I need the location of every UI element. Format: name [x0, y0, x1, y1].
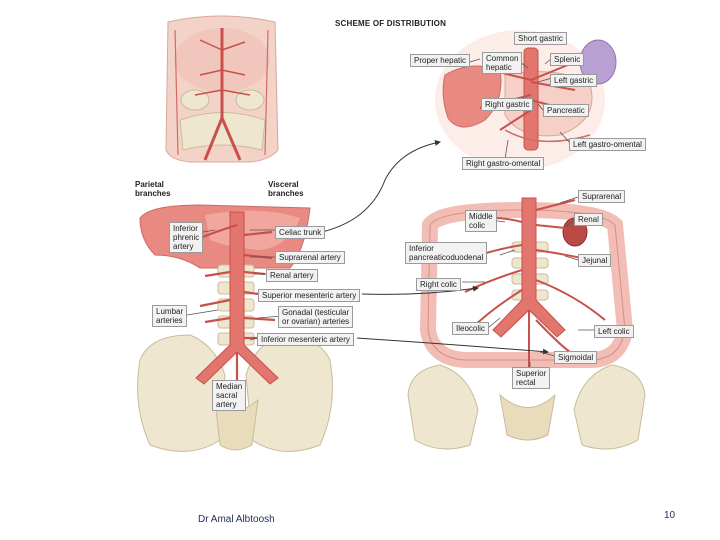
label-left-gastric: Left gastric	[550, 74, 598, 87]
label-inferior-pancreaticoduodenal: Inferior pancreaticoduodenal	[405, 242, 488, 264]
label-right-gastric: Right gastric	[481, 98, 534, 111]
page-number: 10	[664, 510, 676, 521]
label-superior-rectal: Superior rectal	[512, 367, 551, 389]
label-common-hepatic: Common hepatic	[482, 52, 523, 74]
label-gonadal-arteries: Gonadal (testicular or ovarian) arteries	[278, 306, 354, 328]
label-middle-colic: Middle colic	[465, 210, 497, 232]
label-proper-hepatic: Proper hepatic	[410, 54, 471, 67]
label-right-gastro-omental: Right gastro-omental	[462, 157, 545, 170]
label-suprarenal: Suprarenal	[578, 190, 626, 203]
parietal-header: Parietal branches	[135, 180, 171, 198]
label-splenic: Splenic	[550, 53, 585, 66]
visceral-header: Visceral branches	[268, 180, 304, 198]
label-inferior-phrenic: Inferior phrenic artery	[169, 222, 204, 253]
footer-author: Dr Amal Albtoosh	[198, 514, 275, 525]
label-renal-artery: Renal artery	[266, 269, 318, 282]
label-left-gastro-omental: Left gastro-omental	[569, 138, 646, 151]
label-inferior-mesenteric-artery: Inferior mesenteric artery	[257, 333, 354, 346]
label-ileocolic: Ileocolic	[452, 322, 489, 335]
label-renal: Renal	[574, 213, 603, 226]
connector-arrows	[321, 140, 549, 355]
label-right-colic: Right colic	[416, 278, 461, 291]
label-pancreatic: Pancreatic	[543, 104, 589, 117]
label-jejunal: Jejunal	[578, 254, 612, 267]
label-lumbar: Lumbar arteries	[152, 305, 188, 327]
aorta-diagram	[137, 204, 333, 452]
label-suprarenal-artery: Suprarenal artery	[275, 251, 345, 264]
label-celiac-trunk: Celiac trunk	[275, 226, 326, 239]
label-superior-mesenteric-artery: Superior mesenteric artery	[258, 289, 361, 302]
label-sigmoidal: Sigmoidal	[554, 351, 598, 364]
diagram-title: SCHEME OF DISTRIBUTION	[335, 19, 447, 28]
label-median-sacral: Median sacral artery	[212, 380, 247, 411]
torso-thumbnail	[165, 15, 279, 163]
label-short-gastric: Short gastric	[514, 32, 567, 45]
mesenteric-diagram	[407, 197, 646, 450]
label-left-colic: Left colic	[594, 325, 634, 338]
